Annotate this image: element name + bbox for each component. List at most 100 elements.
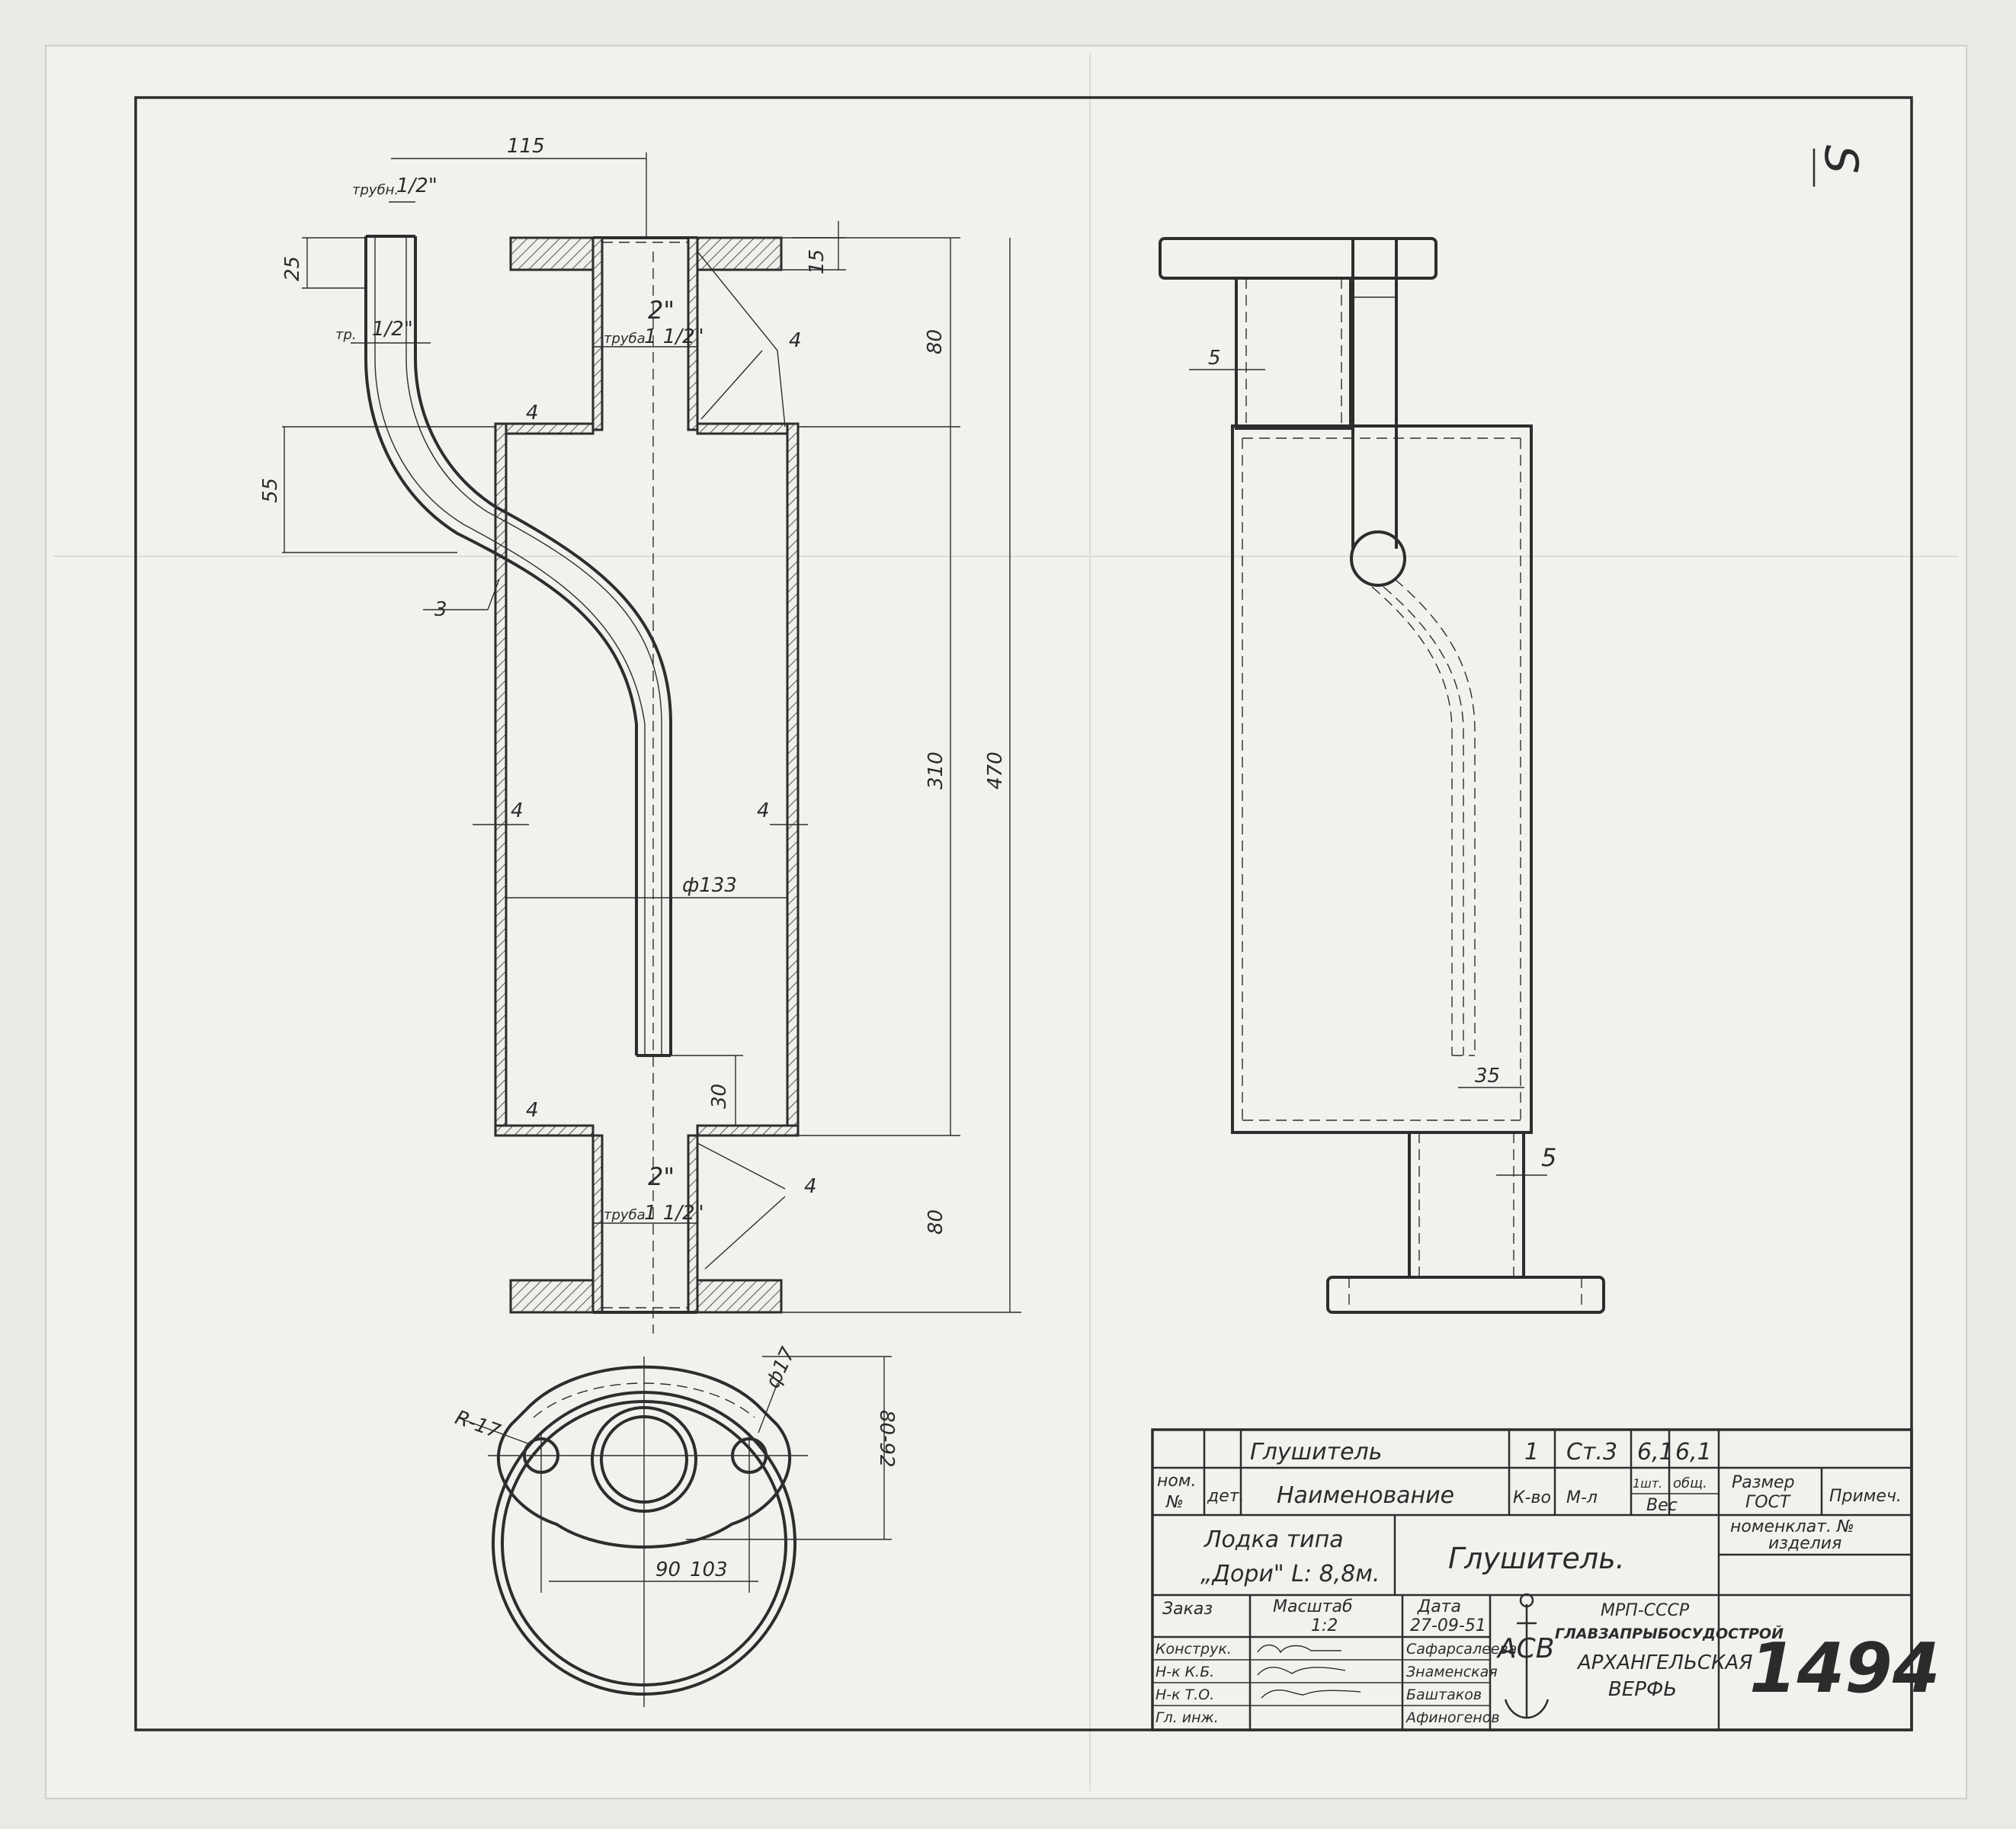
tb-nomen-line2: изделия bbox=[1768, 1534, 1841, 1553]
dim-80-bottom: 80 bbox=[925, 1209, 947, 1235]
side-dim-5-top: 5 bbox=[1208, 347, 1221, 370]
bottom-flange-left bbox=[509, 1279, 595, 1314]
plan-dim-90: 90 bbox=[655, 1558, 681, 1581]
tb-scale-label: Масштаб bbox=[1273, 1597, 1353, 1616]
dim-310: 310 bbox=[925, 751, 947, 790]
dim-15: 15 bbox=[806, 249, 829, 274]
tb-hdr-size: Размер bbox=[1732, 1473, 1795, 1492]
tb-boat-line2: „Дори" L: 8,8м. bbox=[1200, 1561, 1380, 1587]
dim-4-weld-top: 4 bbox=[789, 329, 802, 352]
tb-org-line4: ВЕРФЬ bbox=[1608, 1678, 1677, 1701]
tb-role-2: Н-к К.Б. bbox=[1155, 1664, 1214, 1680]
tb-hdr-gost: ГОСТ bbox=[1745, 1493, 1791, 1512]
tb-hdr-note: Примеч. bbox=[1829, 1487, 1902, 1506]
shipyard-logo-icon bbox=[1504, 1593, 1550, 1719]
tb-date-label: Дата bbox=[1417, 1597, 1461, 1616]
side-view bbox=[1159, 237, 1605, 1314]
dim-80-top: 80 bbox=[924, 329, 947, 354]
side-top-nozzle bbox=[1235, 277, 1352, 430]
dim-half-inch-top: 1/2" bbox=[396, 175, 437, 197]
signature-1 bbox=[1257, 1644, 1341, 1654]
inner-pipe-outer-wall bbox=[364, 236, 638, 1055]
drawing-border bbox=[134, 96, 1913, 1731]
body-top-wall-right bbox=[696, 422, 800, 435]
tb-role-4: Гл. инж. bbox=[1155, 1709, 1219, 1726]
tb-scale-value: 1:2 bbox=[1311, 1616, 1338, 1635]
dim-4-wall-right: 4 bbox=[757, 799, 770, 822]
side-dim-35: 35 bbox=[1475, 1065, 1500, 1087]
tb-hdr-one: 1шт. bbox=[1633, 1476, 1662, 1491]
dim-truba-bottom: труба bbox=[604, 1207, 646, 1223]
dim-phi133: ф133 bbox=[682, 874, 737, 897]
tb-name-3: Баштаков bbox=[1406, 1686, 1482, 1703]
tb-hdr-no: № bbox=[1165, 1493, 1184, 1512]
tb-boat-line1: Лодка типа bbox=[1204, 1526, 1344, 1553]
tb-name-1: Сафарсалеева bbox=[1406, 1641, 1517, 1658]
tb-role-3: Н-к Т.О. bbox=[1155, 1686, 1214, 1703]
dim-4-lid-top: 4 bbox=[526, 402, 539, 424]
tb-row1-qty: 1 bbox=[1524, 1439, 1539, 1465]
dim-2in-top: 2" bbox=[648, 296, 675, 325]
top-flange-right bbox=[696, 236, 783, 271]
plan-flange-outline bbox=[496, 1365, 792, 1549]
body-bottom-wall-right bbox=[696, 1124, 800, 1137]
tb-org-line2: ГЛАВЗАПРЫБОСУДОСТРОЙ bbox=[1555, 1625, 1784, 1642]
bottom-nozzle-wall-left bbox=[591, 1134, 604, 1314]
tb-org-line3: АРХАНГЕЛЬСКАЯ bbox=[1576, 1651, 1752, 1674]
dim-4-lid-bottom: 4 bbox=[526, 1099, 539, 1122]
body-wall-right bbox=[786, 422, 800, 1137]
tb-row1-material: Ст.3 bbox=[1566, 1439, 1617, 1465]
dim-55: 55 bbox=[259, 478, 282, 503]
tb-hdr-nom: ном. bbox=[1157, 1472, 1196, 1491]
body-top-wall-left bbox=[494, 422, 595, 435]
tb-nomen-line1: номенклат. № bbox=[1730, 1517, 1854, 1536]
tb-row1-weight-total: 6,1 bbox=[1675, 1439, 1712, 1465]
dim-30: 30 bbox=[708, 1084, 731, 1109]
dim-2in-bottom: 2" bbox=[648, 1162, 675, 1191]
front-view bbox=[282, 152, 1021, 1334]
dim-4-wall-left: 4 bbox=[511, 799, 524, 822]
top-nozzle-wall-left bbox=[591, 236, 604, 431]
top-flange-left bbox=[509, 236, 595, 271]
tb-row1-name: Глушитель bbox=[1250, 1439, 1382, 1465]
tb-row1-weight-one: 6,1 bbox=[1637, 1439, 1674, 1465]
dim-one-half-top: 1 1/2" bbox=[644, 325, 704, 348]
signature-2 bbox=[1257, 1667, 1346, 1676]
dim-pipe-label-top: трубн. bbox=[352, 182, 399, 198]
tb-drawing-number: 1494 bbox=[1749, 1629, 1941, 1709]
bottom-flange-right bbox=[696, 1279, 783, 1314]
dim-one-half-bottom: 1 1/2" bbox=[644, 1202, 704, 1225]
tb-name-2: Знаменская bbox=[1406, 1664, 1498, 1680]
tb-hdr-name: Наименование bbox=[1277, 1482, 1454, 1509]
plan-dim-103: 103 bbox=[690, 1558, 728, 1581]
dim-115: 115 bbox=[507, 135, 545, 158]
tb-hdr-total: общ. bbox=[1673, 1475, 1707, 1491]
side-dim-5-bottom: 5 bbox=[1541, 1143, 1556, 1172]
body-wall-left bbox=[494, 422, 508, 1137]
tb-date-value: 27-09-51 bbox=[1410, 1616, 1486, 1635]
dim-25: 25 bbox=[281, 256, 304, 281]
tb-hdr-det: дет. bbox=[1207, 1487, 1245, 1506]
tb-org-line1: МРП-СССР bbox=[1601, 1601, 1690, 1620]
dim-truba-top: труба bbox=[604, 331, 646, 347]
dim-470: 470 bbox=[984, 751, 1007, 790]
tb-hdr-weight: Вес bbox=[1646, 1496, 1678, 1515]
tb-part-title: Глушитель. bbox=[1448, 1542, 1625, 1575]
title-block bbox=[1151, 1428, 1913, 1731]
tb-name-4: Афиногенов bbox=[1405, 1709, 1500, 1726]
side-pipe-elbow bbox=[1350, 530, 1406, 587]
side-body bbox=[1231, 424, 1533, 1134]
tb-hdr-qty: К-во bbox=[1513, 1488, 1551, 1507]
dim-4-weld-bottom: 4 bbox=[804, 1175, 817, 1198]
dim-3: 3 bbox=[434, 598, 447, 621]
dim-pipe-label-tr: тр. bbox=[335, 327, 357, 343]
signature-3 bbox=[1261, 1690, 1361, 1699]
corner-mark: S bbox=[1814, 145, 1867, 174]
paper bbox=[45, 45, 1967, 1799]
dim-half-inch-mid: 1/2" bbox=[372, 318, 413, 341]
tb-role-1: Конструк. bbox=[1155, 1641, 1232, 1658]
tb-logo-letters: АСВ bbox=[1496, 1633, 1554, 1664]
tb-hdr-mat: М-л bbox=[1566, 1488, 1598, 1507]
inner-pipe-inner-wall bbox=[414, 236, 672, 1055]
